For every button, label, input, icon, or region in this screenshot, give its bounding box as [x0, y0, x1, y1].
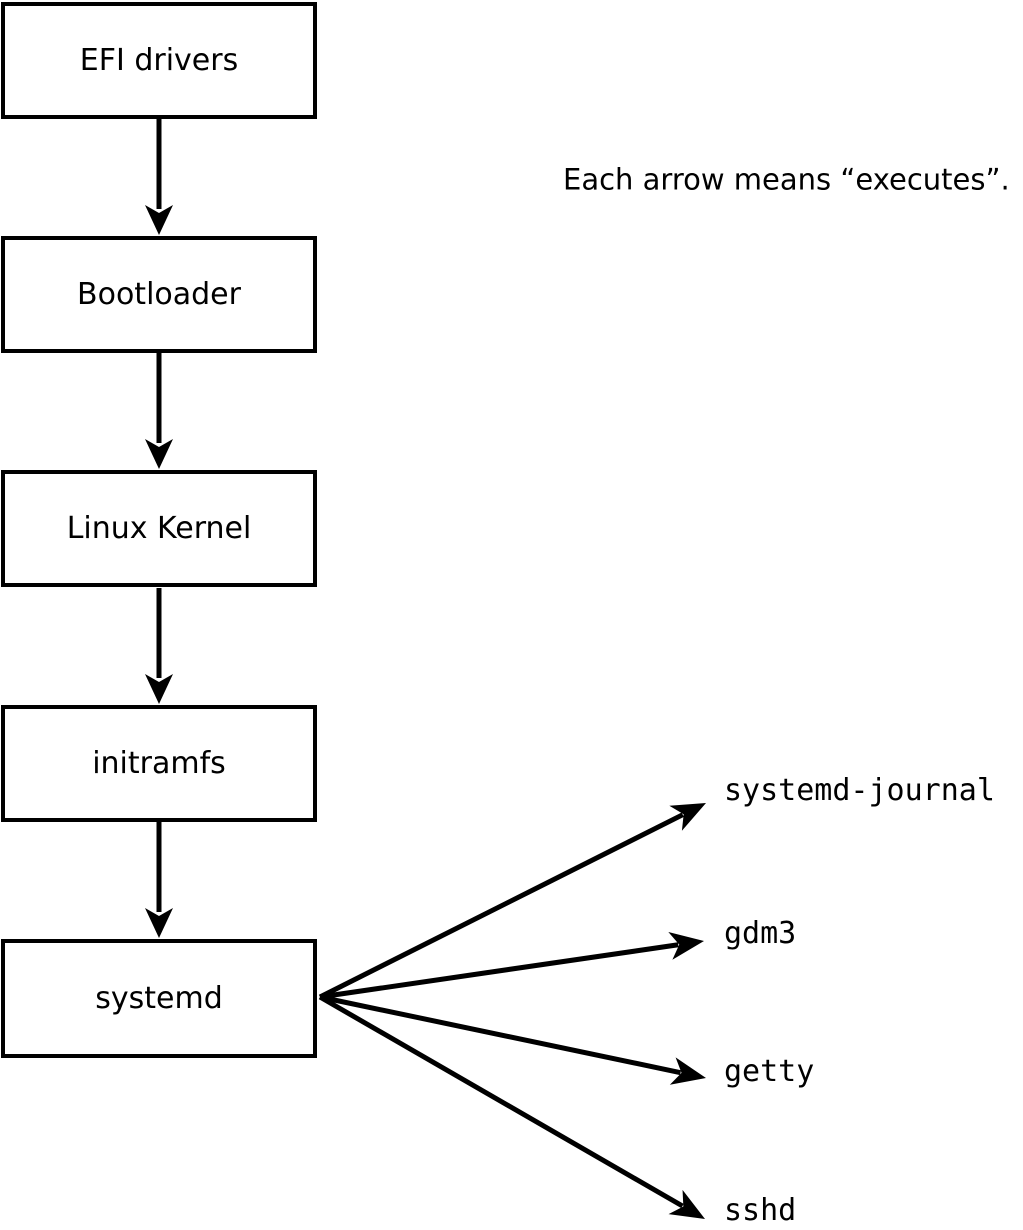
chain-arrow-head-efi-to-bootloader: [145, 205, 173, 235]
chain-arrow-head-kernel-to-initramfs: [145, 674, 173, 704]
service-arrow-head-getty: [669, 1057, 706, 1085]
node-systemd[interactable]: systemd: [1, 939, 317, 1058]
chain-arrow-head-initramfs-to-systemd: [145, 908, 173, 938]
node-initramfs[interactable]: initramfs: [1, 705, 317, 822]
node-linux-kernel[interactable]: Linux Kernel: [1, 470, 317, 587]
chain-arrow-head-bootloader-to-kernel: [145, 439, 173, 469]
service-arrow-head-gdm3: [668, 932, 704, 960]
node-label: Bootloader: [77, 276, 241, 312]
node-label: initramfs: [92, 745, 226, 781]
service-arrow-shaft-sshd: [318, 994, 684, 1209]
legend-note: Each arrow means “executes”.: [563, 162, 1010, 197]
node-label: EFI drivers: [79, 42, 239, 78]
service-arrow-shaft-systemd-journal: [318, 812, 684, 1000]
node-label: systemd: [95, 980, 223, 1016]
service-arrow-shaft-gdm3: [319, 942, 679, 1000]
service-label-sshd[interactable]: sshd: [724, 1193, 797, 1228]
service-arrow-head-sshd: [668, 1189, 705, 1219]
service-label-gdm3[interactable]: gdm3: [724, 916, 797, 951]
node-label: Linux Kernel: [66, 510, 252, 546]
service-arrow-head-systemd-journal: [669, 803, 706, 831]
service-arrow-shaft-getty: [319, 994, 682, 1076]
node-efi-drivers[interactable]: EFI drivers: [1, 2, 317, 119]
node-bootloader[interactable]: Bootloader: [1, 236, 317, 353]
service-label-systemd-journal[interactable]: systemd-journal: [724, 773, 995, 808]
service-label-getty[interactable]: getty: [724, 1054, 815, 1089]
